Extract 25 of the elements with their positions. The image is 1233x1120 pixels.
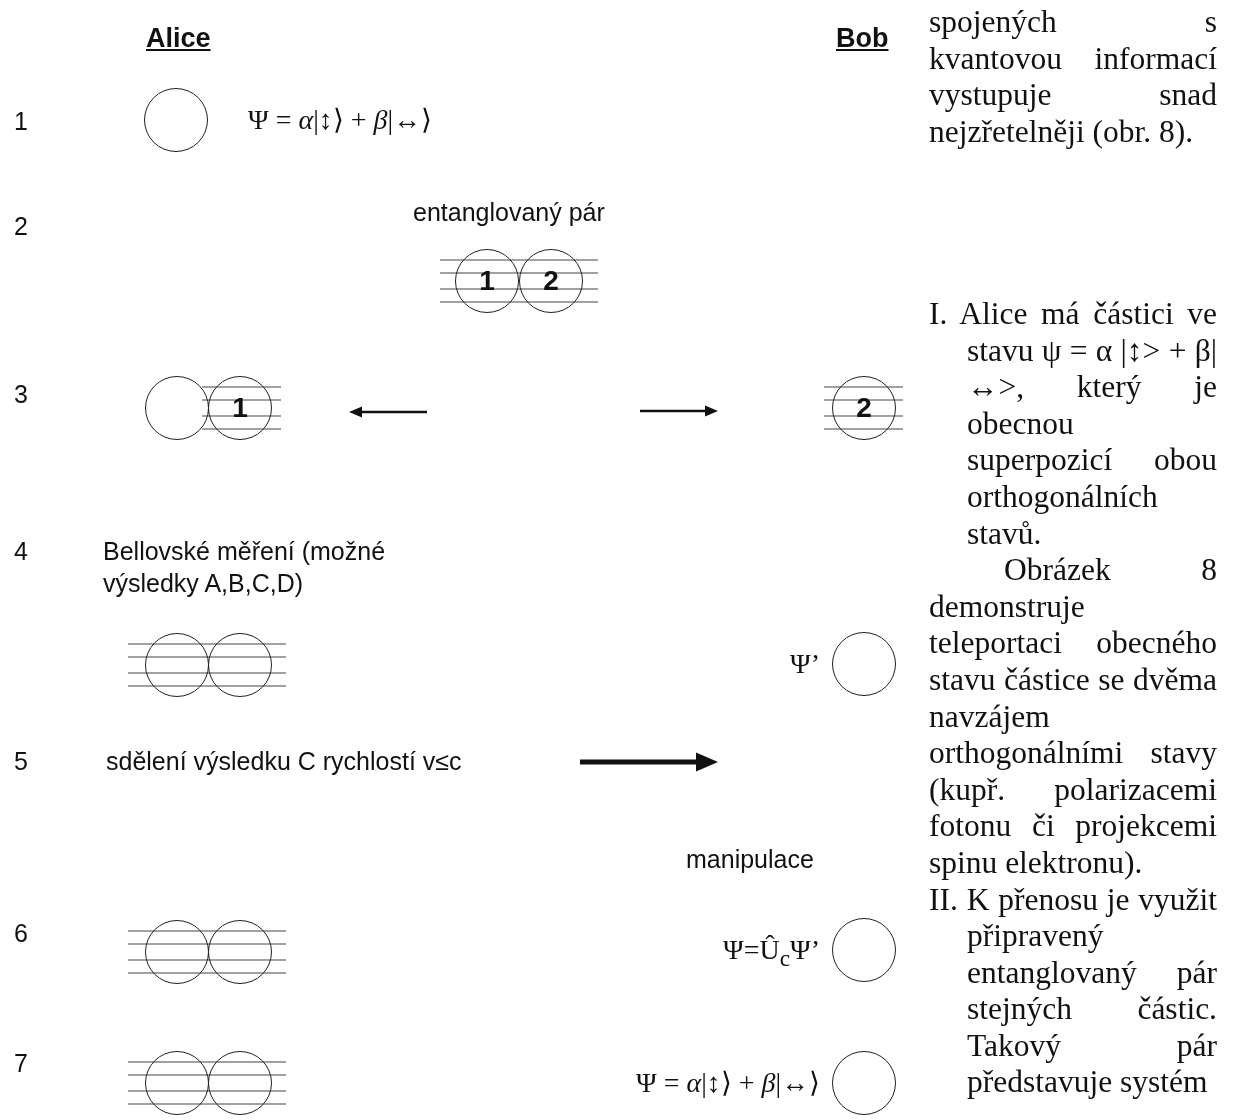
caption-text: sdělení výsledku C rychlostí v≤c (106, 746, 462, 777)
particle-number: 2 (543, 267, 559, 295)
state-formula: Ψ=Û$_{c}$Ψ’ (723, 933, 820, 973)
state-formula: Ψ’ (790, 647, 820, 681)
step-number: 5 (14, 746, 28, 777)
person-heading: Alice (146, 22, 211, 54)
step-number: 2 (14, 211, 28, 242)
body-paragraph: II. K přenosu je využit připravený entanglovaný pár stejných částic. Takový pár představuje systém (929, 881, 1217, 1102)
step-number: 6 (14, 918, 28, 949)
particle-number: 1 (232, 394, 248, 422)
step-number: 1 (14, 106, 28, 137)
body-paragraph: Obrázek 8 demonstruje teleportaci obecného stavu částice se dvěma navzájem orthogonálními stavy (kupř. polarizacemi fotonu či projekcemi spinu elektronu). (929, 552, 1217, 882)
caption-text: manipulace (686, 844, 814, 875)
step-number: 4 (14, 536, 28, 567)
state-formula: Ψ = α|↕⟩ + β|↔⟩ (248, 103, 433, 137)
caption-text: entanglovaný pár (413, 197, 605, 228)
body-paragraph: I. Alice má částici ve stavu ψ = α |↕> + β|↔>, který je obecnou superpozicí obou orthogonálních stavů. (929, 296, 1217, 553)
person-heading: Bob (836, 22, 889, 54)
particle-number: 2 (856, 394, 872, 422)
body-paragraph: spojených s kvantovou informací vystupuje snad nejzřetelněji (obr. 8). (929, 4, 1217, 151)
state-formula: Ψ = α|↕⟩ + β|↔⟩ (636, 1066, 821, 1100)
caption-text: Bellovské měření (možné výsledky A,B,C,D) (103, 536, 387, 599)
step-number: 7 (14, 1048, 28, 1079)
particle-number: 1 (479, 267, 495, 295)
step-number: 3 (14, 379, 28, 410)
